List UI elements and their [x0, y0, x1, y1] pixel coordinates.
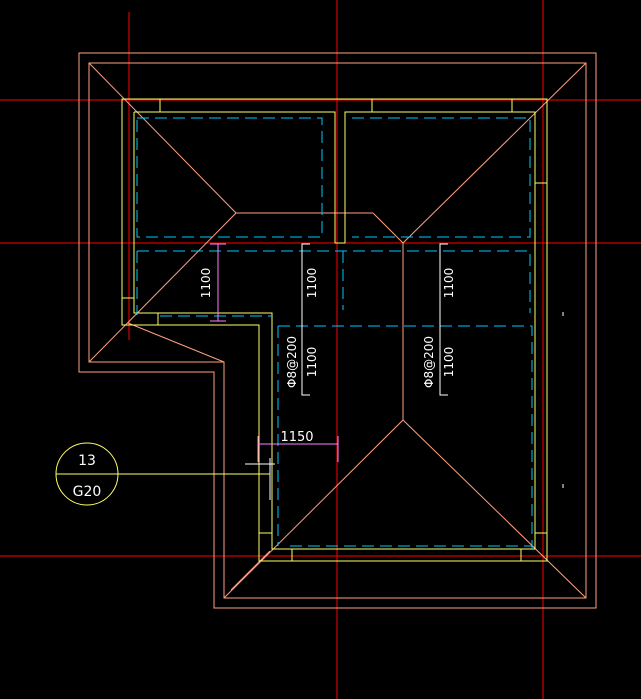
roof-outer-edge: [78, 52, 597, 609]
rebar: [245, 243, 448, 500]
slab-edge: [352, 117, 531, 238]
beams: [121, 98, 548, 562]
rebar-length-left: 1100: [305, 347, 319, 378]
callout-drawing-ref: G20: [73, 484, 102, 500]
dim-label-left-slab: 1100: [199, 268, 213, 299]
rebar-spec-right: Φ8@200: [422, 336, 436, 388]
hip-line: [88, 62, 237, 214]
hip-line: [402, 62, 587, 244]
rebar-right: [439, 243, 448, 396]
slab-edge: [136, 117, 323, 238]
rebar-spec-left: Φ8@200: [285, 336, 299, 388]
beam-inner: [133, 111, 536, 550]
dimension-lines: [210, 243, 339, 462]
dim-label-horizontal: 1150: [280, 430, 313, 445]
slab-dashed-lines: [136, 117, 533, 549]
hip-line: [402, 419, 587, 599]
hip-line: [127, 322, 225, 363]
rebar-length-right: 1100: [442, 347, 456, 378]
beam-outer: [121, 98, 548, 562]
hip-line: [372, 212, 404, 244]
hip-line: [88, 212, 237, 363]
dim-label-mid-slab: 1100: [305, 268, 319, 299]
slab-edge: [278, 325, 533, 549]
hip-line: [223, 419, 404, 599]
dim-label-right-slab: 1100: [442, 268, 456, 299]
section-callout: 13 G20: [55, 442, 270, 506]
rebar-left: [301, 243, 310, 396]
slab-edge: [137, 250, 531, 313]
callout-number: 13: [78, 453, 96, 469]
hip-line: [230, 550, 271, 591]
